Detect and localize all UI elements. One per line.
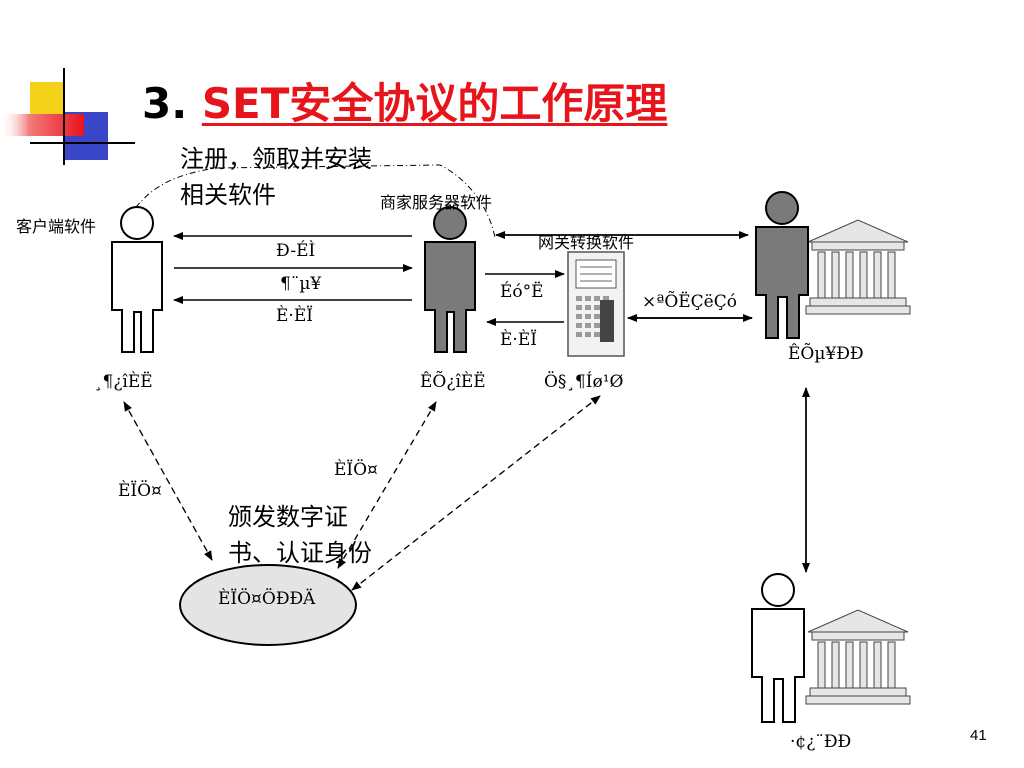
- gateway-software-label: 网关转换软件: [538, 233, 635, 252]
- merchant-software-label: 商家服务器软件: [380, 193, 493, 212]
- merchant-label: ÊÕ¿îÈË: [420, 372, 486, 392]
- customer-person-icon: [111, 206, 163, 353]
- client-software-label: 客户端软件: [16, 217, 97, 236]
- page-number: 41: [970, 727, 987, 744]
- message-label-3: È·ÈÏ: [276, 306, 313, 326]
- acquirer-bank-icon: [755, 191, 911, 339]
- issuer-label: ·¢¿¨ÐÐ: [790, 732, 852, 752]
- transfer-request-label: ×ªÕËÇëÇó: [642, 292, 737, 312]
- title-number: 3.: [142, 79, 188, 128]
- message-label-2: ¶¨µ¥: [280, 274, 322, 294]
- message-label-1: Ð-ÉÌ: [276, 241, 316, 261]
- issuer-bank-icon: [751, 573, 911, 723]
- register-note-line2: 相关软件: [180, 181, 276, 209]
- ca-label: ÈÏÖ¤ÖÐÐÄ: [218, 589, 316, 609]
- gateway-label: Ö§¸¶Íø¹Ø: [544, 372, 624, 392]
- title-text: SET安全协议的工作原理: [201, 79, 668, 128]
- acquirer-label: ÊÕµ¥ÐÐ: [788, 344, 864, 364]
- gateway-server-icon: [567, 251, 625, 357]
- merchant-person-icon: [424, 206, 476, 353]
- customer-label: ¸¶¿îÈË: [94, 372, 153, 392]
- cert-left-label: ÈÏÖ¤: [118, 481, 162, 501]
- registration-curve: [127, 164, 496, 239]
- cert-right-label: ÈÏÖ¤: [334, 460, 378, 480]
- slide-logo: [0, 68, 135, 165]
- issue-note-line1: 颁发数字证: [228, 503, 348, 531]
- slide-title: 3. SET安全协议的工作原理: [142, 70, 667, 131]
- issue-note-line2: 书、认证身份: [228, 539, 372, 567]
- ca-ellipse: [179, 564, 357, 646]
- register-note-line1: 注册，领取并安装: [180, 145, 372, 173]
- gateway-confirm-label: È·ÈÏ: [500, 330, 537, 350]
- gateway-request-label: Éó°Ë: [500, 282, 544, 302]
